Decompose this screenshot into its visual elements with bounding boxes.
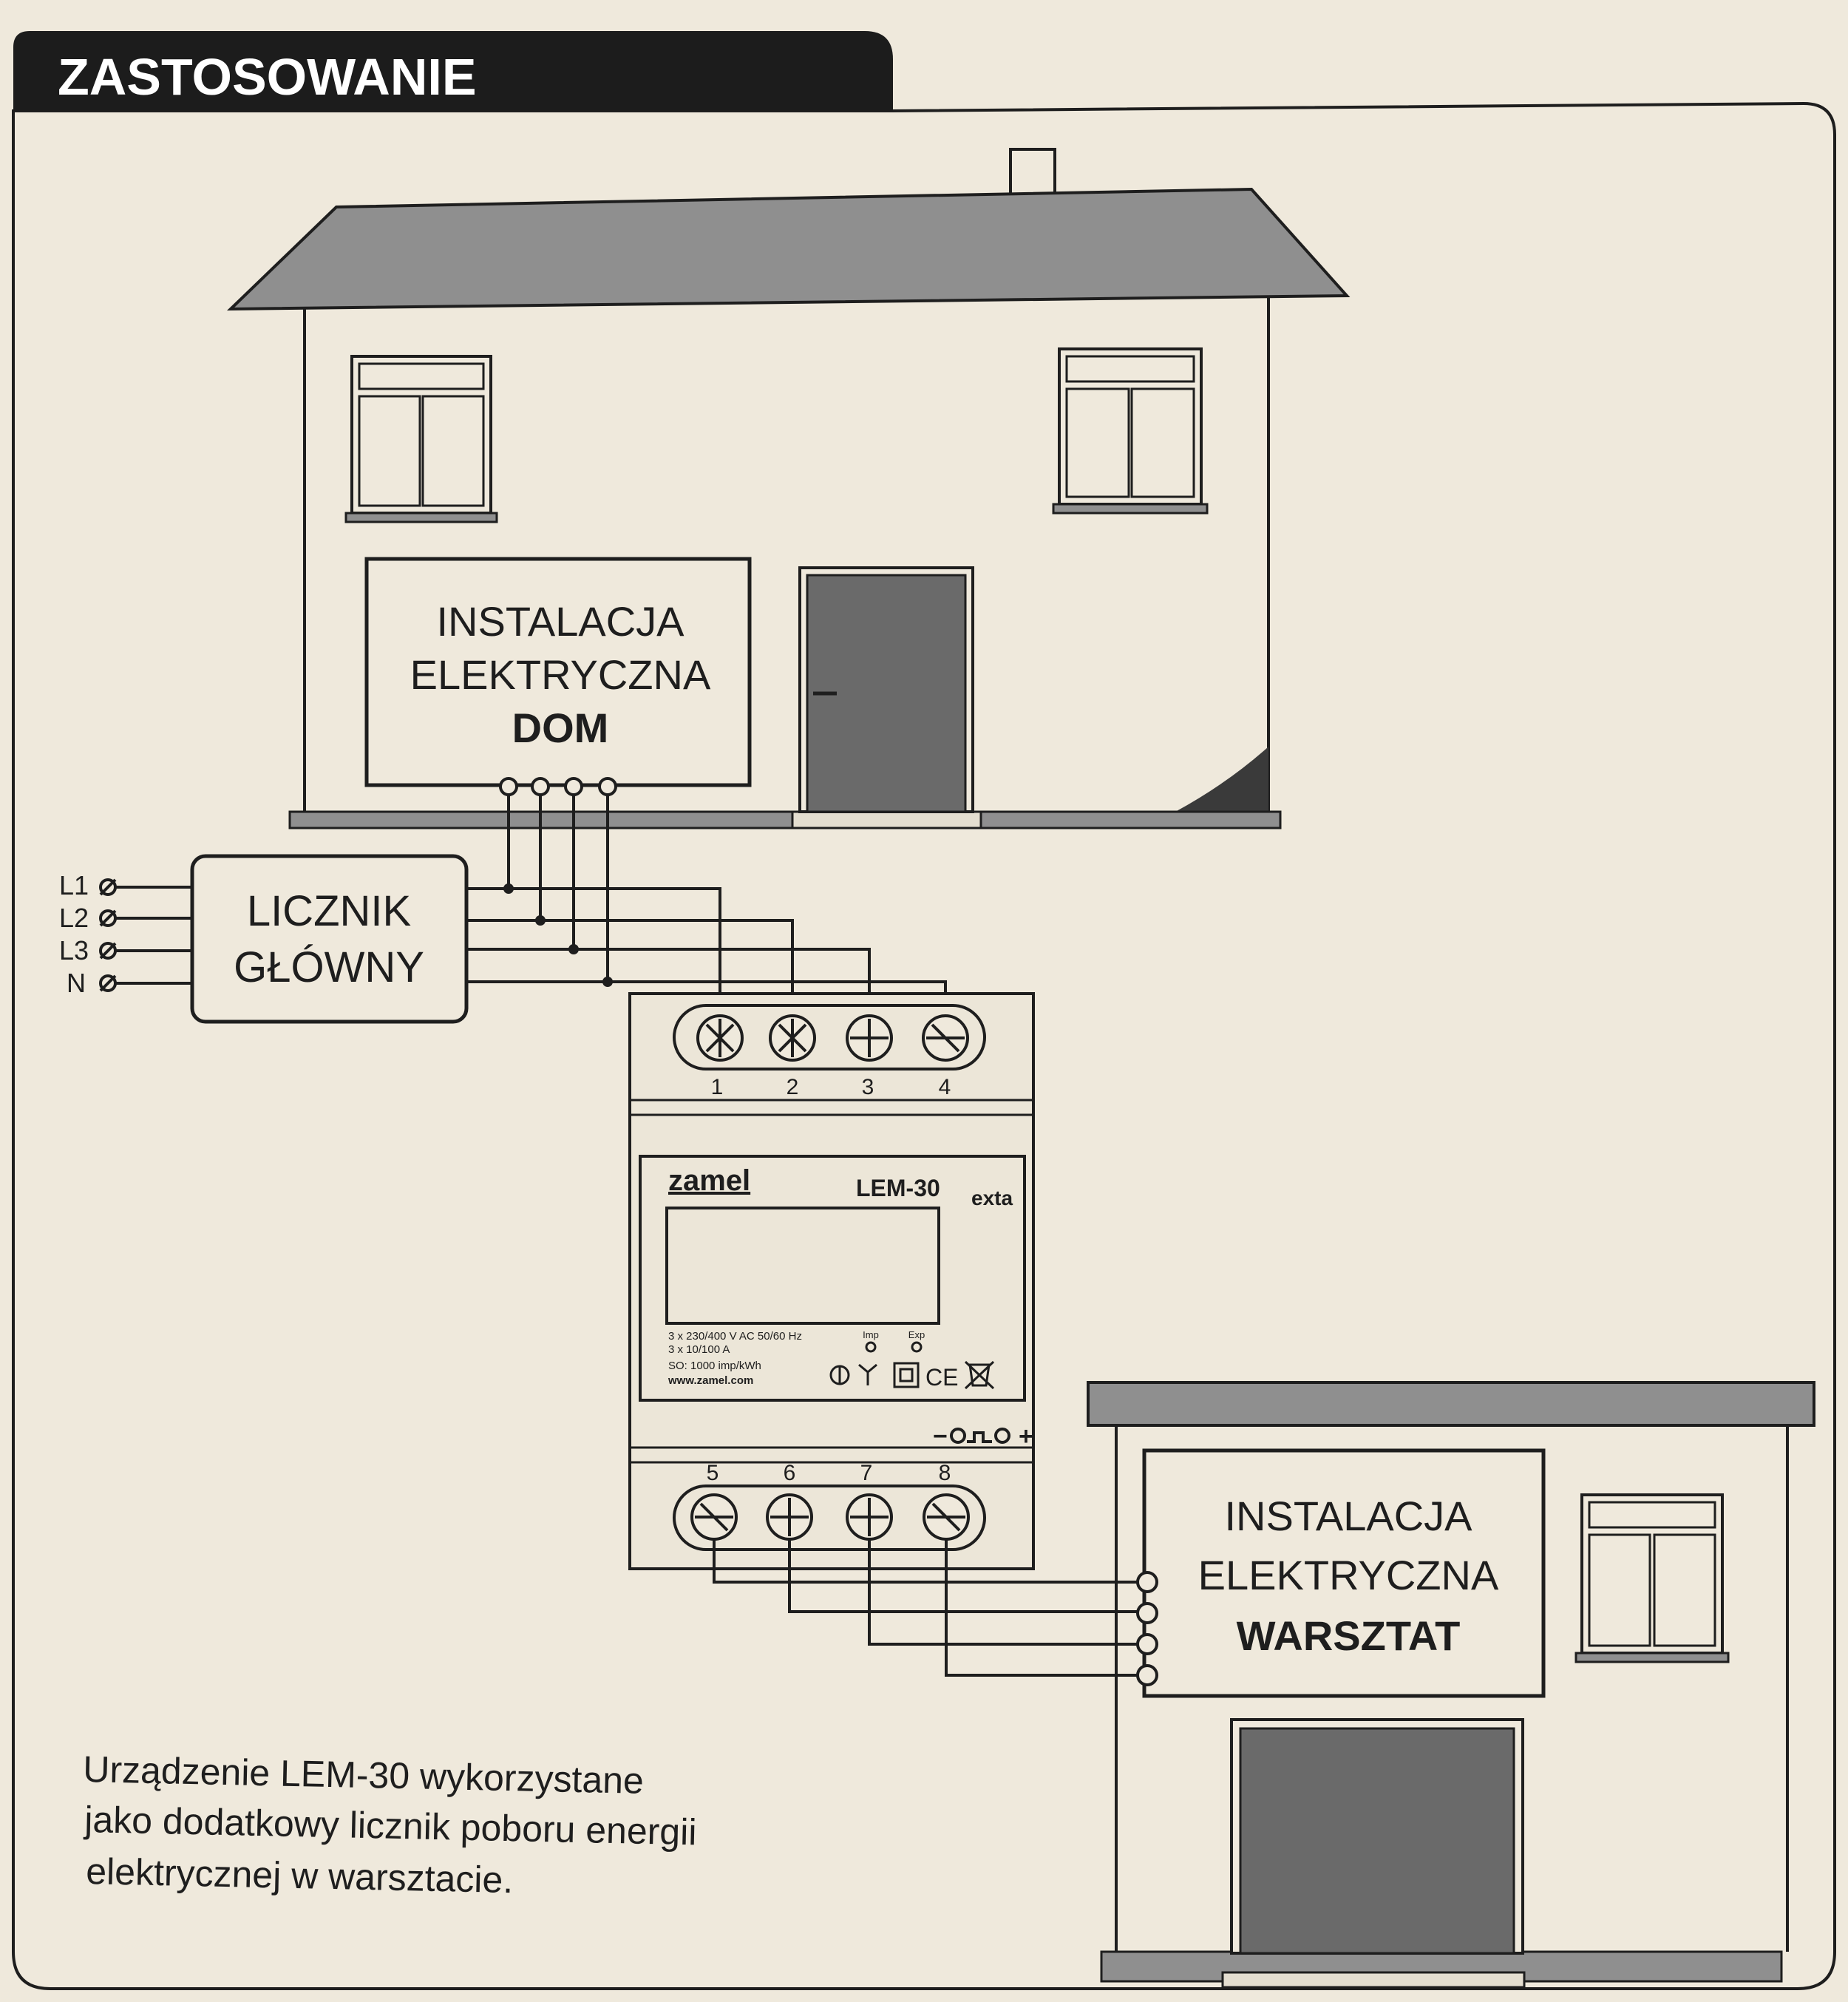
led-label-exp: Exp <box>908 1329 925 1340</box>
workshop-window <box>1574 1493 1730 1663</box>
house-foundation <box>288 810 1282 829</box>
terminal-label-7: 7 <box>860 1461 873 1485</box>
house-step <box>791 810 982 829</box>
input-label-l1: L1 <box>59 870 89 900</box>
input-label-n: N <box>67 968 86 998</box>
led-exp-icon <box>911 1341 923 1353</box>
house-terminals <box>499 777 617 796</box>
phase-meter-symbol-icon <box>829 1365 850 1385</box>
terminal-label-6: 6 <box>784 1461 796 1485</box>
workshop-label-line2: ELEKTRYCZNA <box>1198 1552 1499 1598</box>
so-minus-label: − <box>933 1422 948 1450</box>
spec-line-1: 3 x 230/400 V AC 50/60 Hz <box>668 1330 802 1343</box>
frame-border <box>12 101 1836 1990</box>
house-wall <box>303 296 1270 813</box>
exta-badge: exta <box>971 1187 1013 1209</box>
workshop-wall <box>1115 1425 1789 1967</box>
junction-dots <box>503 883 613 987</box>
house-roof <box>226 187 1351 311</box>
terminal-label-1: 1 <box>711 1075 724 1099</box>
terminal-label-2: 2 <box>787 1075 799 1099</box>
main-meter-label-line1: LICZNIK <box>247 887 412 935</box>
caption-line3: elektrycznej w warsztacie. <box>86 1850 514 1901</box>
bottom-terminal-strip <box>673 1484 986 1551</box>
brand-logo: zamel <box>668 1164 750 1197</box>
top-screw-terminals <box>696 1014 969 1062</box>
workshop-label-line1: INSTALACJA <box>1224 1493 1472 1539</box>
bottom-screw-terminals <box>690 1493 970 1541</box>
terminal-label-5: 5 <box>707 1461 719 1485</box>
double-insulation-icon <box>893 1362 920 1388</box>
spec-line-4: www.zamel.com <box>667 1374 753 1387</box>
spec-line-3: SO: 1000 imp/kWh <box>668 1360 761 1372</box>
main-meter-box <box>190 854 469 1024</box>
header-tab: ZASTOSOWANIE <box>13 31 893 111</box>
input-label-l2: L2 <box>59 903 89 933</box>
workshop-garage-door <box>1230 1718 1524 1955</box>
main-meter: LICZNIK GŁÓWNY L1 L2 L3 N <box>59 854 469 1024</box>
screw-terminal-4-icon <box>922 1014 969 1062</box>
lem30-device: 1 2 3 4 zamel LEM-30 exta 3 x 230/400 V … <box>628 992 1035 1570</box>
spec-line-2: 3 x 10/100 A <box>668 1343 730 1356</box>
so-output-icon <box>950 1428 1010 1444</box>
house-window-left <box>344 355 498 523</box>
workshop-terminals <box>1136 1571 1158 1686</box>
model-label: LEM-30 <box>856 1175 940 1201</box>
terminal-label-8: 8 <box>939 1461 951 1485</box>
top-terminal-strip <box>673 1004 986 1070</box>
screw-terminal-3-icon <box>846 1014 893 1062</box>
workshop-step <box>1221 1971 1526 1989</box>
three-phase-symbol-icon <box>858 1363 877 1385</box>
house: INSTALACJA ELEKTRYCZNA DOM <box>226 148 1351 829</box>
lcd-display <box>665 1207 940 1325</box>
screw-terminal-5-icon <box>690 1493 738 1541</box>
workshop-roof <box>1087 1381 1815 1427</box>
caption-line2: jako dodatkowy licznik poboru energii <box>83 1799 697 1853</box>
house-ground-shadow <box>1175 747 1268 812</box>
header-title: ZASTOSOWANIE <box>58 48 477 106</box>
certification-symbols <box>829 1360 995 1390</box>
workshop-label-line3: WARSZTAT <box>1237 1612 1461 1659</box>
workshop: INSTALACJA ELEKTRYCZNA WARSZTAT <box>1087 1381 1815 1989</box>
ce-mark: CE <box>925 1364 958 1391</box>
house-window-right <box>1052 347 1209 515</box>
led-imp-icon <box>865 1341 877 1353</box>
input-label-l3: L3 <box>59 935 89 966</box>
screw-terminal-1-icon <box>696 1014 744 1062</box>
so-plus-label: + <box>1019 1422 1033 1450</box>
house-installation-box <box>364 557 752 787</box>
screw-terminal-2-icon <box>769 1014 816 1062</box>
device-front-panel <box>639 1155 1026 1402</box>
house-label-line2: ELEKTRYCZNA <box>410 651 711 698</box>
device-body <box>628 992 1035 1570</box>
caption: Urządzenie LEM-30 wykorzystane jako doda… <box>83 1748 697 1901</box>
house-label-line1: INSTALACJA <box>436 598 684 645</box>
wires-workshop <box>713 1539 1140 1677</box>
screw-terminal-8-icon <box>923 1493 970 1541</box>
screw-terminal-7-icon <box>846 1493 893 1541</box>
input-terminal-icons <box>99 878 117 992</box>
terminal-label-4: 4 <box>939 1075 951 1099</box>
main-meter-label-line2: GŁÓWNY <box>234 943 424 991</box>
weee-bin-icon <box>964 1360 995 1390</box>
terminal-label-3: 3 <box>862 1075 874 1099</box>
caption-line1: Urządzenie LEM-30 wykorzystane <box>83 1748 645 1802</box>
screw-terminal-6-icon <box>766 1493 813 1541</box>
wires-house <box>466 785 947 1005</box>
led-label-imp: Imp <box>863 1329 879 1340</box>
house-label-line3: DOM <box>512 705 609 751</box>
house-door <box>798 566 974 813</box>
